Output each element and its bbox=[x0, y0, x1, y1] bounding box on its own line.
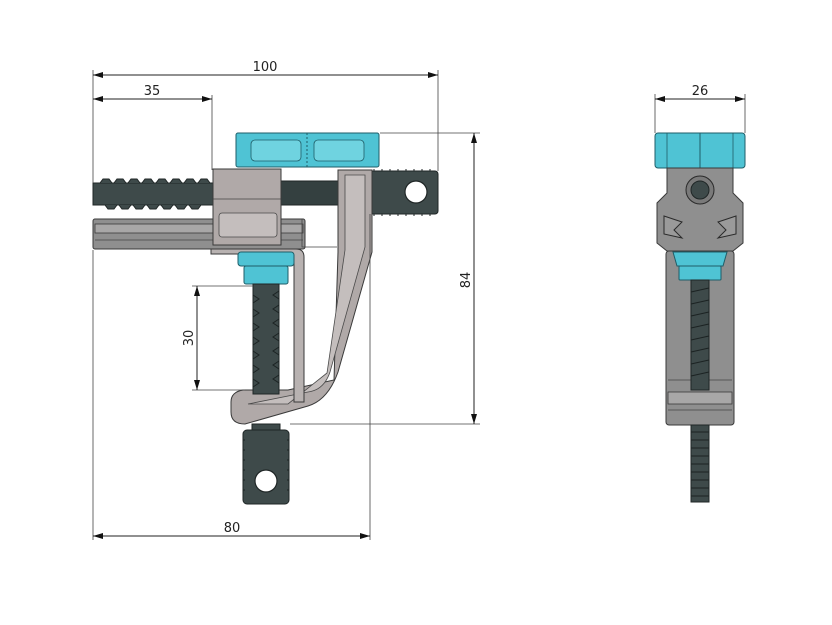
bottom-handle bbox=[242, 423, 290, 505]
svg-text:35: 35 bbox=[144, 84, 161, 99]
dimension-26: 26 bbox=[654, 84, 746, 133]
dimension-84: 84 bbox=[290, 132, 480, 425]
front-view: 100 35 84 30 bbox=[92, 60, 480, 540]
side-view: 26 bbox=[654, 84, 746, 503]
side-screw-shaft bbox=[690, 279, 710, 503]
svg-text:26: 26 bbox=[692, 84, 709, 99]
side-top-knob bbox=[654, 132, 746, 169]
dimension-35: 35 bbox=[93, 84, 213, 170]
top-knob bbox=[235, 132, 380, 168]
slider-block bbox=[212, 168, 282, 246]
screw-pad bbox=[237, 251, 295, 285]
eye-hole-icon bbox=[404, 180, 428, 204]
vertical-screw bbox=[252, 283, 280, 395]
dimension-100: 100 bbox=[92, 60, 439, 183]
svg-text:30: 30 bbox=[182, 330, 197, 347]
dimension-30: 30 bbox=[182, 285, 253, 391]
svg-text:100: 100 bbox=[253, 60, 278, 75]
svg-text:84: 84 bbox=[459, 272, 474, 289]
c-frame bbox=[210, 169, 373, 425]
svg-text:80: 80 bbox=[224, 521, 241, 536]
dimension-80: 80 bbox=[92, 214, 371, 540]
handle-hole-icon bbox=[254, 469, 278, 493]
side-screw-pad bbox=[672, 251, 728, 281]
